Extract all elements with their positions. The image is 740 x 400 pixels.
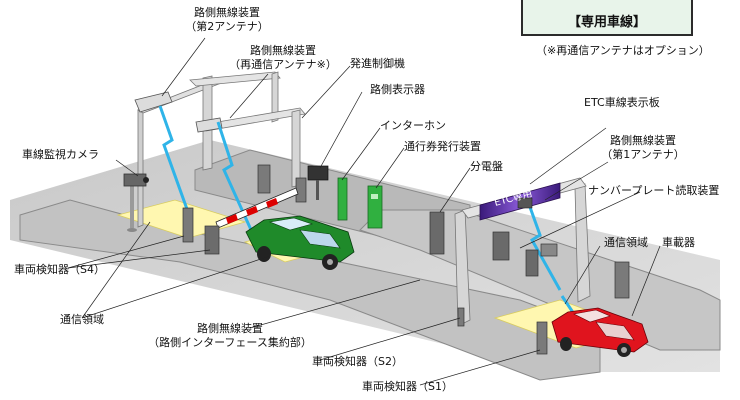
lane-type-label: 【専用車線】 [567,15,646,30]
label-antenna1-l2: （第1アンテナ） [601,148,685,161]
label-plate-reader: ナンバープレート読取装置 [588,184,720,197]
antenna2-pole [134,77,225,228]
label-detector-s2: 車両検知器（S2） [312,355,403,368]
detectors-left [182,207,220,255]
label-antenna2-l2: （第2アンテナ） [185,20,269,33]
label-onboard-unit: 車載器 [662,236,695,249]
reantenna-gantry [189,71,306,188]
label-detector-s1: 車両検知器（S1） [362,380,453,393]
label-reantenna-l1: 路側無線装置 [250,44,316,57]
leader-lines [67,37,661,386]
red-car [551,307,649,357]
label-detector-s4: 車両検知器（S4） [14,263,105,276]
lane-type-box: 【専用車線】 [521,0,693,36]
etc-gantry [454,177,591,327]
label-intercom: インターホン [380,119,446,132]
back-equipment [257,164,445,255]
label-interface-l2: （路側インターフェース集約部） [148,336,312,349]
right-equipment [457,231,630,355]
label-etc-board: ETC車線表示板 [584,96,660,109]
label-camera: 車線監視カメラ [22,148,99,161]
option-note: （※再通信アンテナはオプション） [536,44,710,57]
label-comm-area-right: 通信領域 [604,236,648,249]
green-car [245,215,355,270]
label-distribution-board: 分電盤 [470,160,503,173]
label-interface-l1: 路側無線装置 [197,322,263,335]
label-comm-area-left: 通信領域 [60,313,104,326]
label-antenna1-l1: 路側無線装置 [610,134,676,147]
radio-beams [158,105,580,321]
label-antenna2-l1: 路側無線装置 [194,6,260,19]
label-start-controller: 発進制御機 [350,57,405,70]
label-reantenna-l2: （再通信アンテナ※） [229,58,337,71]
barrier [215,187,299,229]
label-ticket-issuer: 通行券発行装置 [404,140,481,153]
label-roadside-display: 路側表示器 [370,83,425,96]
